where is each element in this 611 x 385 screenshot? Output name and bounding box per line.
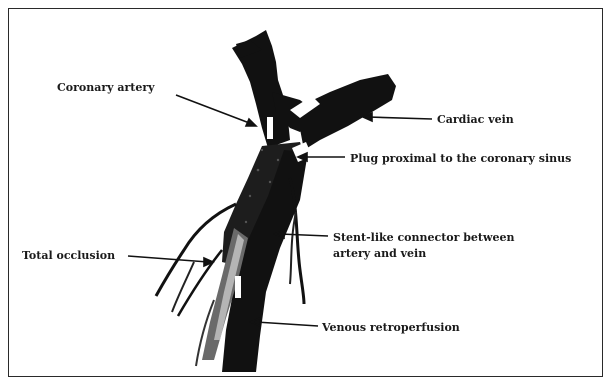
label-stent-line2: artery and vein (333, 247, 426, 261)
arrow-stent (280, 234, 328, 236)
label-stent-line1: Stent-like connector between (333, 231, 514, 245)
arrow-venous (256, 322, 318, 326)
label-coronary-artery: Coronary artery (57, 81, 155, 95)
label-venous-retroperfusion: Venous retroperfusion (322, 321, 460, 335)
label-cardiac-vein: Cardiac vein (437, 113, 514, 127)
label-total-occlusion: Total occlusion (22, 249, 115, 263)
arrow-cardiac (368, 117, 432, 119)
branch-left-far (172, 262, 194, 312)
arrow-coronary (176, 95, 252, 124)
arrow-total (128, 256, 208, 262)
stent-marker-upper (267, 117, 273, 139)
label-plug: Plug proximal to the coronary sinus (350, 152, 571, 166)
stent-marker-lower (235, 276, 241, 298)
branch-right-small (290, 212, 296, 284)
